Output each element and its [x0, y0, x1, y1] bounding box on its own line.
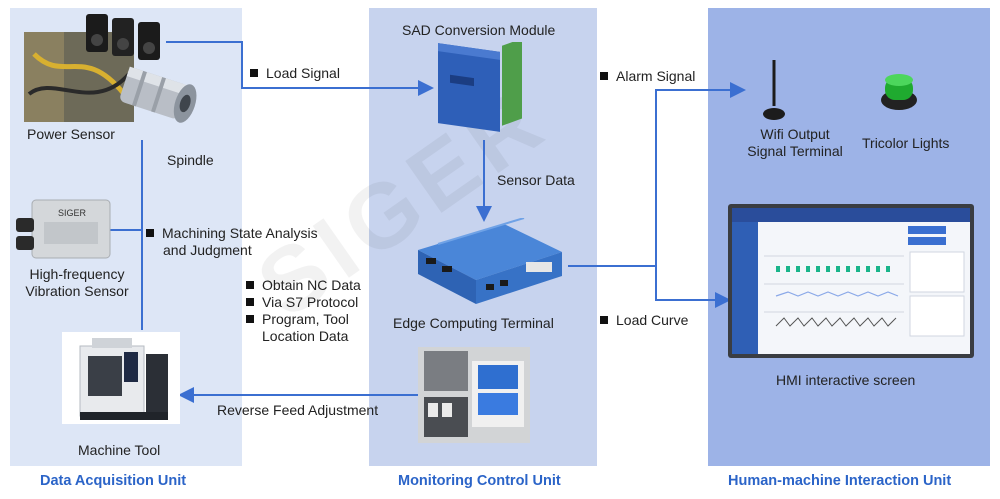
- machine-tool-label: Machine Tool: [78, 442, 161, 458]
- nc-data-label-line4: Location Data: [262, 328, 349, 344]
- wifi-terminal-label-line1: Wifi Output: [760, 126, 830, 142]
- vibration-sensor-label-line1: High-frequency: [29, 266, 125, 282]
- vibration-sensor-image: SIGER: [16, 199, 111, 259]
- power-sensor-label: Power Sensor: [27, 126, 115, 142]
- nc-data-label-line2: Via S7 Protocol: [246, 294, 358, 311]
- monitoring-control-unit-title: Monitoring Control Unit: [398, 473, 561, 489]
- power-sensor-image: [24, 14, 160, 122]
- load-signal-arrow: [166, 41, 434, 96]
- vibration-sensor-label-line2: Vibration Sensor: [25, 283, 129, 299]
- alarm-signal-label: Alarm Signal: [600, 68, 695, 85]
- load-curve-arrow: [655, 266, 731, 308]
- control-cabinet-image: [418, 347, 530, 443]
- hmi-screen-image: [728, 204, 974, 358]
- edge-terminal-image: [418, 218, 562, 304]
- nc-data-label-line3: Program, Tool: [246, 311, 349, 328]
- wifi-antenna-image: [763, 60, 785, 120]
- state-analysis-label-line2: and Judgment: [163, 242, 252, 258]
- hmi-screen-label: HMI interactive screen: [776, 372, 916, 388]
- sad-module-label: SAD Conversion Module: [402, 22, 556, 38]
- wifi-terminal-label-line2: Signal Terminal: [747, 143, 843, 159]
- load-signal-label: Load Signal: [250, 65, 340, 82]
- hmi-unit-title: Human-machine Interaction Unit: [728, 473, 952, 489]
- spindle-image: [120, 66, 197, 123]
- svg-text:SIGER: SIGER: [58, 208, 87, 218]
- data-acquisition-unit-title: Data Acquisition Unit: [40, 473, 187, 489]
- tricolor-light-image: [881, 74, 917, 110]
- nc-data-label-line1: Obtain NC Data: [246, 277, 361, 294]
- sad-module-image: [438, 42, 522, 132]
- edge-terminal-label: Edge Computing Terminal: [393, 315, 554, 331]
- spindle-label: Spindle: [167, 152, 214, 168]
- machine-tool-image: [62, 332, 180, 424]
- alarm-signal-arrow: [655, 82, 746, 266]
- tricolor-lights-label: Tricolor Lights: [862, 135, 950, 151]
- state-analysis-label-line1: Machining State Analysis: [146, 225, 318, 242]
- sensor-data-label: Sensor Data: [497, 172, 575, 188]
- load-curve-label: Load Curve: [600, 312, 688, 329]
- reverse-feed-label: Reverse Feed Adjustment: [217, 402, 379, 418]
